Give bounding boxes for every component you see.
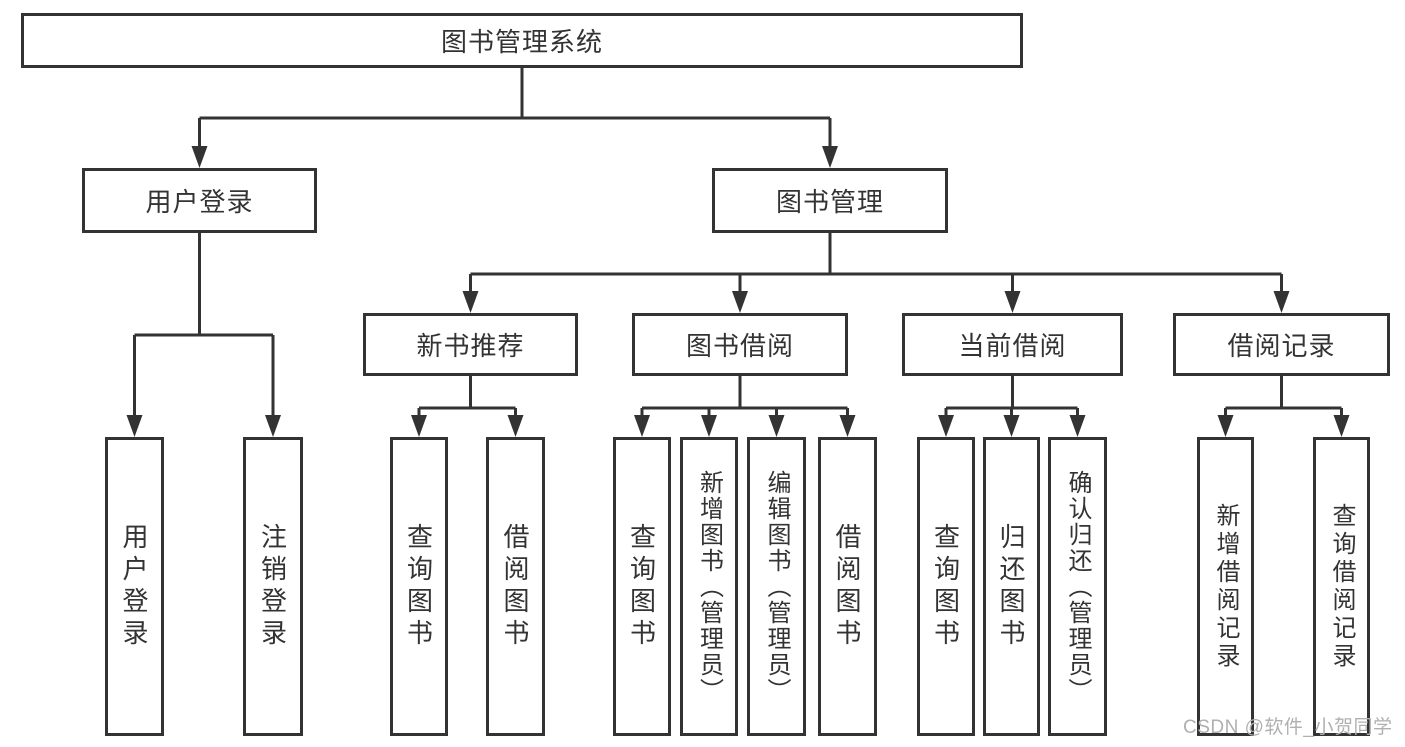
leaf-query-books-recommend: 查询图书 [390, 437, 448, 736]
node-library-management-system: 图书管理系统 [21, 13, 1023, 68]
node-borrowing-records: 借阅记录 [1173, 313, 1390, 376]
leaf-edit-book-admin: 编辑图书（管理员） [747, 437, 806, 736]
node-book-borrowing: 图书借阅 [632, 313, 848, 376]
leaf-return-books: 归还图书 [983, 437, 1040, 736]
node-label: 借阅图书 [832, 522, 862, 651]
connector-book-management-to-level3 [462, 233, 1290, 313]
node-label: 新增借阅记录 [1212, 502, 1239, 671]
connector-new-book-recommendation-to-leaves [411, 376, 524, 437]
node-label: 图书借阅 [685, 331, 794, 361]
leaf-confirm-return-admin: 确认归还（管理员） [1048, 437, 1107, 736]
node-label: 用户登录 [145, 187, 254, 217]
connector-current-borrowing-to-leaves [938, 376, 1086, 437]
node-current-borrowing: 当前借阅 [902, 313, 1123, 376]
node-book-management: 图书管理 [712, 168, 948, 233]
leaf-add-book-admin: 新增图书（管理员） [680, 437, 738, 736]
node-label: 借阅图书 [500, 522, 530, 651]
node-label: 新书推荐 [416, 331, 525, 361]
node-user-login: 用户登录 [82, 168, 317, 233]
node-label: 查询图书 [930, 522, 961, 651]
leaf-query-books-current: 查询图书 [917, 437, 975, 736]
node-label: 新增图书（管理员） [695, 469, 723, 704]
watermark-text: CSDN @软件_小贺同学 [1183, 717, 1393, 738]
node-label: 查询图书 [403, 522, 434, 651]
leaf-user-login: 用户登录 [105, 437, 164, 736]
node-label: 图书管理系统 [440, 27, 603, 57]
connector-book-borrowing-to-leaves [634, 376, 856, 437]
connector-user-login-to-leaves [126, 233, 281, 437]
node-label: 图书管理 [775, 187, 884, 217]
node-label: 查询借阅记录 [1328, 502, 1355, 671]
node-label: 确认归还（管理员） [1064, 469, 1091, 704]
node-label: 编辑图书（管理员） [763, 469, 790, 704]
leaf-logout: 注销登录 [243, 437, 303, 736]
leaf-query-books-borrowing: 查询图书 [613, 437, 671, 736]
node-label: 借阅记录 [1227, 331, 1336, 361]
node-new-book-recommendation: 新书推荐 [363, 313, 578, 376]
node-label: 归还图书 [996, 522, 1026, 651]
leaf-borrow-books-recommend: 借阅图书 [486, 437, 545, 736]
leaf-add-borrow-record: 新增借阅记录 [1197, 437, 1254, 736]
node-label: 注销登录 [257, 522, 288, 651]
connector-root-to-level2 [191, 68, 838, 168]
node-label: 当前借阅 [958, 331, 1067, 361]
node-label: 用户登录 [119, 522, 149, 651]
leaf-borrow-books-borrowing: 借阅图书 [818, 437, 877, 736]
connector-borrowing-records-to-leaves [1217, 376, 1350, 437]
leaf-query-borrow-record: 查询借阅记录 [1313, 437, 1370, 736]
node-label: 查询图书 [626, 522, 657, 651]
